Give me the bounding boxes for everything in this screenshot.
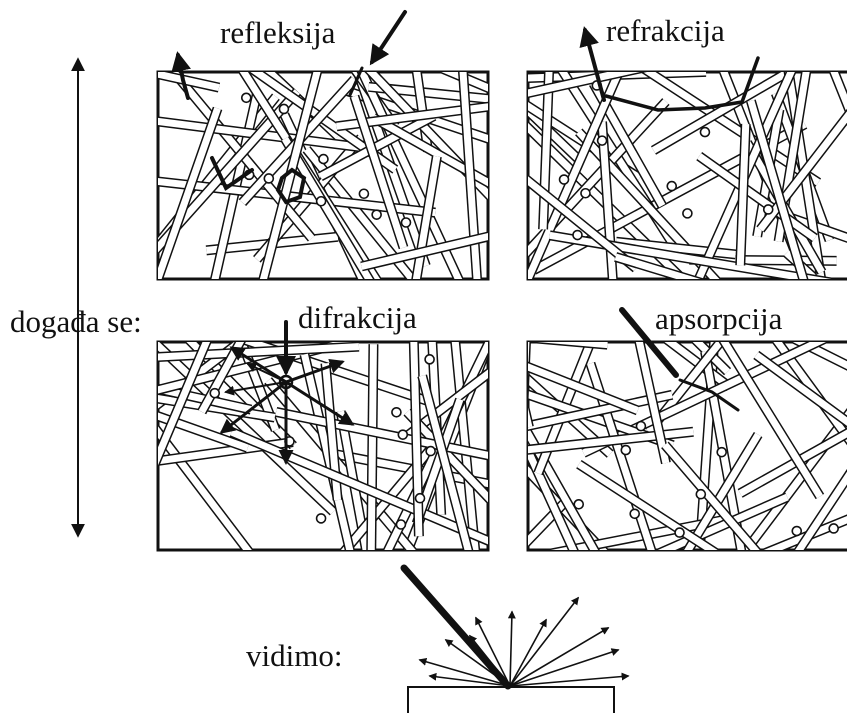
label-refleksija: refleksija bbox=[220, 17, 335, 48]
incident-ray bbox=[372, 12, 405, 62]
particle bbox=[425, 355, 434, 364]
particle bbox=[675, 528, 684, 537]
particle bbox=[636, 422, 645, 431]
particle bbox=[264, 174, 273, 183]
particle bbox=[416, 494, 425, 503]
particle bbox=[700, 128, 709, 137]
particle bbox=[598, 136, 607, 145]
particle bbox=[764, 205, 773, 214]
scattered-ray bbox=[510, 676, 628, 686]
particle bbox=[359, 189, 368, 198]
particle bbox=[398, 430, 407, 439]
particle bbox=[717, 448, 726, 457]
particle bbox=[581, 189, 590, 198]
fiber bbox=[489, 258, 529, 427]
surface-block bbox=[408, 687, 614, 713]
scattered-ray bbox=[510, 598, 578, 686]
scattered-rays bbox=[420, 598, 628, 686]
particle bbox=[317, 197, 326, 206]
incident-beam bbox=[404, 568, 508, 686]
particle bbox=[210, 389, 219, 398]
scattered-ray bbox=[510, 612, 512, 686]
label-apsorpcija: apsorpcija bbox=[655, 303, 782, 334]
particle bbox=[696, 490, 705, 499]
label-vidimo: vidimo: bbox=[246, 640, 342, 671]
particle bbox=[630, 509, 639, 518]
particle bbox=[319, 155, 328, 164]
fiber-core bbox=[489, 258, 529, 427]
label-difrakcija: difrakcija bbox=[298, 302, 417, 333]
particle bbox=[392, 408, 401, 417]
particle bbox=[621, 446, 630, 455]
particle bbox=[242, 93, 251, 102]
particle bbox=[667, 182, 676, 191]
particle bbox=[574, 500, 583, 509]
particle bbox=[396, 520, 405, 529]
label-refrakcija: refrakcija bbox=[606, 15, 725, 46]
particle bbox=[792, 527, 801, 536]
particle bbox=[683, 209, 692, 218]
fiber-core bbox=[370, 344, 374, 683]
particle bbox=[560, 175, 569, 184]
particle bbox=[426, 447, 435, 456]
label-dogada-se: događa se: bbox=[10, 306, 142, 337]
particle bbox=[372, 210, 381, 219]
diffuse-reflection bbox=[404, 568, 628, 713]
scattered-ray bbox=[510, 628, 608, 686]
particle bbox=[401, 218, 410, 227]
particle bbox=[573, 231, 582, 240]
particle bbox=[829, 524, 838, 533]
particle bbox=[279, 104, 288, 113]
particle bbox=[317, 514, 326, 523]
